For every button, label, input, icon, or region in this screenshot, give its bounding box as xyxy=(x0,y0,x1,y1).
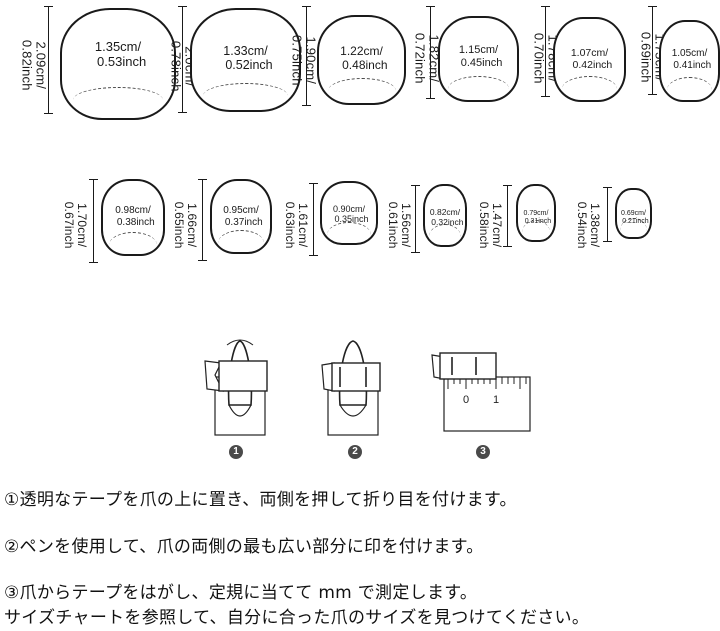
step-number-3: 3 xyxy=(476,445,490,459)
nail-size-1: 1.35cm/ 0.53inch xyxy=(60,8,176,120)
width-label: 1.35cm/ 0.53inch xyxy=(94,39,147,69)
nail-size-2: 1.33cm/ 0.52inch xyxy=(190,8,301,112)
length-label: 1.38cm/ 0.54inch xyxy=(575,201,603,249)
length-label: 2.09cm/ 0.82inch xyxy=(19,39,49,91)
length-bar xyxy=(198,179,207,261)
length-label: 1.56cm/ 0.61inch xyxy=(386,201,414,249)
nail-size-12: 0.69cm/ 0.21inch xyxy=(615,188,652,239)
ruler-tick-1: 1 xyxy=(493,394,499,406)
width-label: 1.22cm/ 0.48inch xyxy=(340,44,388,72)
instruction-step3: ③爪からテープをはがし、定規に当てて mm で測定します。 xyxy=(4,583,478,603)
length-label: 1.66cm/ 0.65inch xyxy=(172,201,200,249)
length-bar xyxy=(411,185,420,253)
instruction-step1: ①透明なテープを爪の上に置き、両側を押して折り目を付けます。 xyxy=(4,490,517,510)
width-label: 0.98cm/ 0.38inch xyxy=(115,205,155,228)
nail-size-5: 1.07cm/ 0.42inch xyxy=(553,17,626,102)
width-label: 1.05cm/ 0.41inch xyxy=(671,48,712,71)
nail-size-10: 0.82cm/ 0.32inch xyxy=(423,184,467,247)
length-bar xyxy=(603,187,612,242)
length-bar xyxy=(309,183,318,256)
step-number-2: 2 xyxy=(348,445,362,459)
width-label: 1.07cm/ 0.42inch xyxy=(570,47,613,72)
width-label: 1.15cm/ 0.45inch xyxy=(458,44,503,69)
length-label: 1.90cm/ 0.75inch xyxy=(289,34,319,86)
step2-mark-tape-diagram xyxy=(321,340,381,436)
length-label: 1.47cm/ 0.58inch xyxy=(477,201,505,249)
length-label: 1.61cm/ 0.63inch xyxy=(283,201,311,249)
length-bar xyxy=(302,6,311,106)
nail-size-11: 0.79cm/ 0.31inch xyxy=(516,184,556,242)
width-label: 0.95cm/ 0.37inch xyxy=(223,205,263,228)
length-label: 1.70cm/ 0.67inch xyxy=(62,201,90,249)
length-bar xyxy=(89,179,98,263)
nail-size-8: 0.95cm/ 0.37inch xyxy=(210,179,272,254)
instruction-size-chart: サイズチャートを参照して、自分に合った爪のサイズを見つけてください。 xyxy=(4,608,590,628)
length-label: 1.82cm/ 0.72inch xyxy=(412,32,442,84)
length-bar xyxy=(178,6,187,113)
instruction-step2: ②ペンを使用して、爪の両側の最も広い部分に印を付けます。 xyxy=(4,537,484,557)
step3-ruler-diagram: 0 1 xyxy=(431,352,531,432)
length-bar xyxy=(426,6,435,99)
nail-size-9: 0.90cm/ 0.35inch xyxy=(320,181,378,245)
length-bar xyxy=(503,185,512,247)
width-label: 0.90cm/ 0.35inch xyxy=(332,204,369,225)
width-label: 0.82cm/ 0.32inch xyxy=(429,207,464,227)
step-number-1: 1 xyxy=(229,445,243,459)
nail-size-4: 1.15cm/ 0.45inch xyxy=(438,16,519,102)
nail-size-7: 0.98cm/ 0.38inch xyxy=(101,179,165,256)
length-bar xyxy=(648,6,657,95)
length-bar xyxy=(541,6,550,97)
nail-size-6: 1.05cm/ 0.41inch xyxy=(659,20,720,102)
width-label: 1.33cm/ 0.52inch xyxy=(223,44,273,73)
length-bar xyxy=(44,6,53,114)
ruler-tick-0: 0 xyxy=(463,394,469,406)
nail-size-3: 1.22cm/ 0.48inch xyxy=(317,15,406,105)
step1-tape-on-nail-diagram xyxy=(204,339,268,436)
